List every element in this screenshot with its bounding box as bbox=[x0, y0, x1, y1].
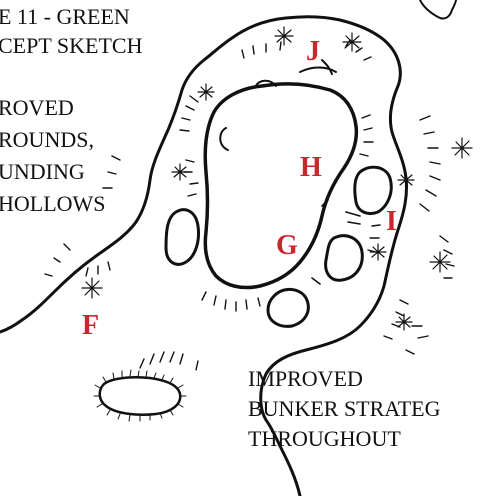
starburst-top-right bbox=[343, 33, 361, 51]
note-bottom-line-3: THROUGHOUT bbox=[248, 424, 441, 454]
note-left-line-1: ROVED bbox=[0, 92, 106, 124]
starburst-far-right bbox=[430, 252, 450, 272]
title-text: E 11 - GREEN CEPT SKETCH bbox=[0, 2, 142, 60]
note-left-line-4: HOLLOWS bbox=[0, 188, 106, 220]
hatch-inner-bottom bbox=[202, 292, 260, 311]
starburst-right-upper bbox=[452, 138, 472, 158]
tick-marks-center bbox=[312, 200, 360, 284]
letter-j: J bbox=[306, 36, 320, 67]
hatch-inner-left bbox=[180, 96, 198, 196]
bunker-i-lower bbox=[326, 236, 363, 281]
note-left-text: ROVED ROUNDS, UNDING HOLLOWS bbox=[0, 92, 106, 220]
starburst-left-lower bbox=[172, 164, 188, 180]
note-bottom-text: IMPROVED BUNKER STRATEG THROUGHOUT bbox=[248, 364, 441, 454]
starburst-right-lower bbox=[370, 244, 386, 260]
title-line-2: CEPT SKETCH bbox=[0, 31, 142, 60]
starburst-lower-right bbox=[396, 314, 412, 330]
letter-i: I bbox=[386, 206, 397, 237]
note-bottom-line-1: IMPROVED bbox=[248, 364, 441, 394]
hatch-outer-right bbox=[420, 116, 454, 278]
title-line-1: E 11 - GREEN bbox=[0, 2, 142, 31]
bunker-g-lower bbox=[268, 289, 308, 326]
note-left-line-2: ROUNDS, bbox=[0, 124, 106, 156]
starburst-left-mid bbox=[198, 84, 214, 100]
edge-scribble-top-right bbox=[420, 0, 456, 19]
hatch-inner-right bbox=[360, 115, 380, 252]
note-left-line-3: UNDING bbox=[0, 156, 106, 188]
starburst-top-left bbox=[275, 27, 293, 45]
hatch-lower-middle bbox=[140, 352, 198, 370]
letter-g: G bbox=[276, 230, 298, 261]
note-bottom-line-2: BUNKER STRATEG bbox=[248, 394, 441, 424]
bunker-waste-area bbox=[100, 377, 181, 414]
starburst-right-i bbox=[398, 172, 414, 188]
letter-h: H bbox=[300, 152, 322, 183]
starburst-f bbox=[82, 278, 102, 298]
hatch-right-cluster bbox=[384, 300, 428, 354]
letter-f: F bbox=[82, 310, 99, 341]
bunker-left-small bbox=[166, 210, 199, 265]
green-edge-bump bbox=[220, 128, 228, 150]
